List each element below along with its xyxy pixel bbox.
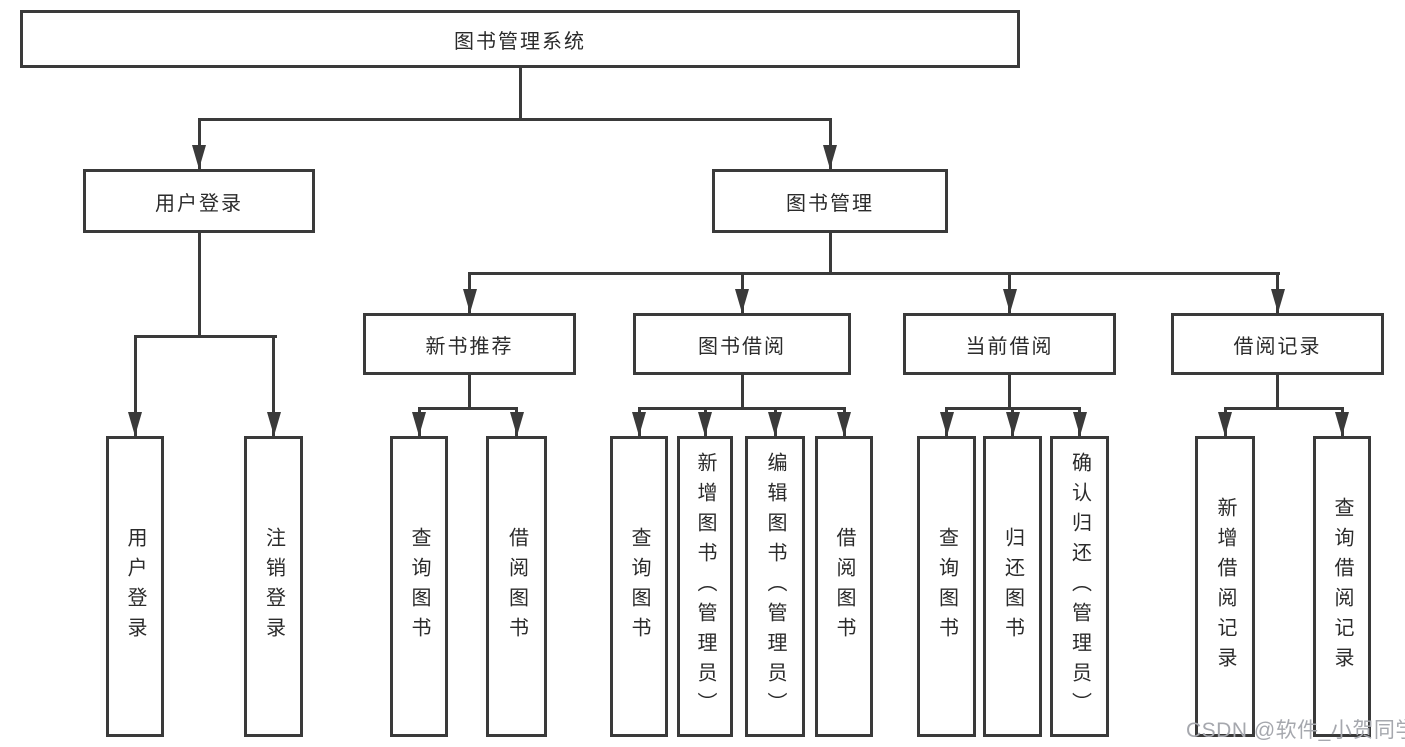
leaf-label: 新增图书（管理员） <box>694 451 716 722</box>
leaf-label: 用户登录 <box>124 526 146 647</box>
leaf-label: 查询图书 <box>408 526 430 647</box>
arrow-down-icon <box>773 407 777 436</box>
connector-stub <box>518 68 522 121</box>
arrow-down-icon <box>468 272 471 313</box>
leaf-label: 新增借阅记录 <box>1214 496 1236 677</box>
leaf-label: 借阅图书 <box>505 526 528 647</box>
arrow-down-icon <box>133 335 137 436</box>
arrow-down-icon <box>1078 407 1081 436</box>
node-new-book-recommend: 新书推荐 <box>363 313 576 375</box>
connector-rail <box>133 335 277 338</box>
node-label: 图书借阅 <box>698 335 786 358</box>
arrow-down-icon <box>740 272 744 313</box>
leaf-label: 确认归还（管理员） <box>1068 451 1091 722</box>
leaf-query-books-borrow: 查询图书 <box>610 436 668 737</box>
leaf-label: 查询借阅记录 <box>1331 496 1353 677</box>
leaf-label: 编辑图书（管理员） <box>764 451 786 722</box>
node-label: 图书管理系统 <box>454 30 586 53</box>
leaf-confirm-return-admin: 确认归还（管理员） <box>1050 436 1109 737</box>
connector-stub <box>828 233 832 275</box>
connector-rail <box>1223 407 1344 410</box>
connector-stub <box>468 375 471 410</box>
arrow-down-icon <box>1011 407 1014 436</box>
node-user-login: 用户登录 <box>83 169 315 233</box>
node-book-borrowing: 图书借阅 <box>633 313 851 375</box>
leaf-query-borrow-record: 查询借阅记录 <box>1313 436 1371 737</box>
node-current-borrowing: 当前借阅 <box>903 313 1116 375</box>
arrow-down-icon <box>1340 407 1344 436</box>
connector-stub <box>1008 375 1011 410</box>
arrow-down-icon <box>637 407 641 436</box>
leaf-query-books-current: 查询图书 <box>917 436 976 737</box>
arrow-down-icon <box>945 407 948 436</box>
connector-stub <box>1276 375 1279 410</box>
connector-rail <box>197 118 832 121</box>
leaf-return-books: 归还图书 <box>983 436 1042 737</box>
node-library-system: 图书管理系统 <box>20 10 1020 68</box>
leaf-label: 借阅图书 <box>833 526 855 647</box>
arrow-down-icon <box>703 407 707 436</box>
leaf-user-login: 用户登录 <box>106 436 164 737</box>
leaf-label: 查询图书 <box>628 526 650 647</box>
node-label: 新书推荐 <box>425 335 514 358</box>
node-label: 图书管理 <box>786 192 874 215</box>
arrow-down-icon <box>197 118 201 169</box>
leaf-edit-book-admin: 编辑图书（管理员） <box>745 436 805 737</box>
leaf-borrow-books-recommend: 借阅图书 <box>486 436 547 737</box>
connector-stub <box>740 375 744 410</box>
node-book-management: 图书管理 <box>712 169 948 233</box>
arrow-down-icon <box>417 407 421 436</box>
csdn-watermark: CSDN @软件_小贺同学 <box>1186 719 1405 742</box>
arrow-down-icon <box>272 335 275 436</box>
leaf-label: 注销登录 <box>262 526 285 647</box>
arrow-down-icon <box>828 118 832 169</box>
node-label: 当前借阅 <box>965 335 1054 358</box>
node-label: 借阅记录 <box>1233 335 1322 358</box>
arrow-down-icon <box>842 407 846 436</box>
node-label: 用户登录 <box>155 192 243 215</box>
arrow-down-icon <box>1008 272 1011 313</box>
leaf-borrow-books: 借阅图书 <box>815 436 873 737</box>
connector-rail <box>417 407 518 410</box>
leaf-logout: 注销登录 <box>244 436 303 737</box>
node-borrowing-records: 借阅记录 <box>1171 313 1384 375</box>
connector-rail <box>468 272 1280 275</box>
leaf-add-borrow-record: 新增借阅记录 <box>1195 436 1255 737</box>
arrow-down-icon <box>515 407 518 436</box>
leaf-add-book-admin: 新增图书（管理员） <box>677 436 733 737</box>
arrow-down-icon <box>1276 272 1279 313</box>
arrow-down-icon <box>1223 407 1227 436</box>
connector-stub <box>197 233 201 338</box>
connector-rail <box>637 407 846 410</box>
leaf-label: 归还图书 <box>1001 526 1024 647</box>
leaf-query-books-recommend: 查询图书 <box>390 436 448 737</box>
leaf-label: 查询图书 <box>935 526 958 647</box>
